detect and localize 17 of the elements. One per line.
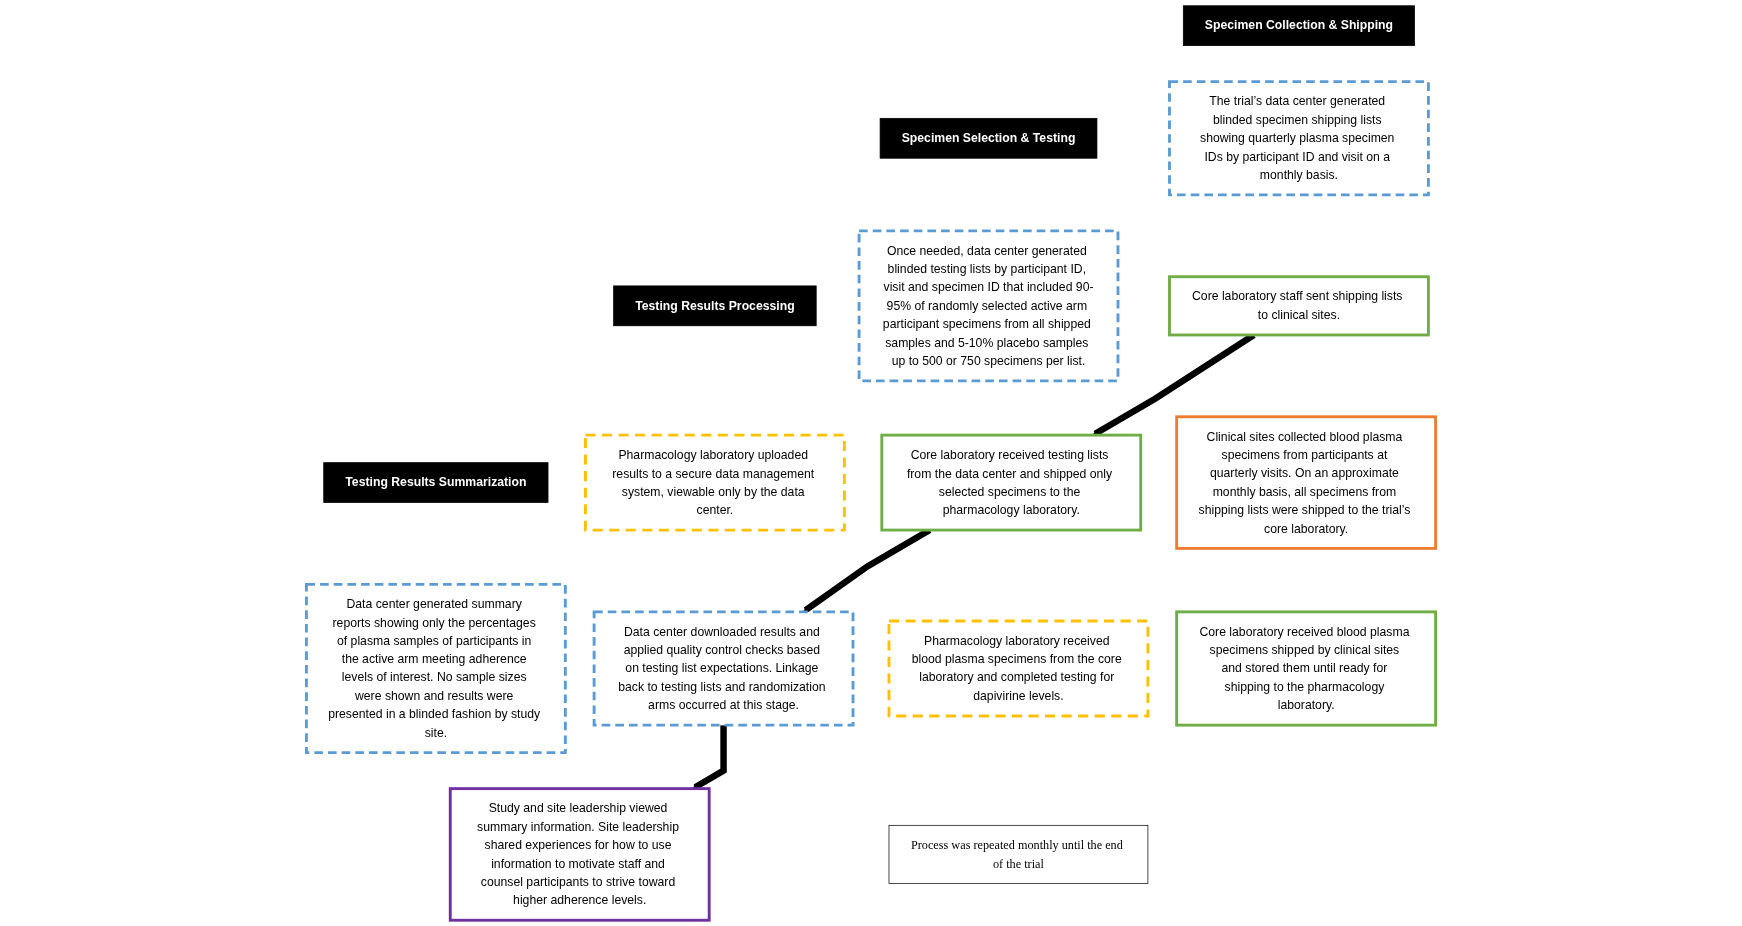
node-box: Process was repeated monthly until the end of the trial: [888, 824, 1149, 884]
arrow: [692, 725, 727, 790]
node-box: Core laboratory staff sent shipping lists to clinical sites.: [1168, 275, 1430, 337]
node-box: Testing Results Processing: [613, 285, 817, 327]
node-box: Data center generated summary reports showing only the percentages of plasma samples of participants in the active arm meeting adherence levels of interest. No sample sizes were shown and results were presented in a blinded fashion by study site.: [304, 582, 567, 755]
node-box: Core laboratory received testing lists from the data center and shipped only selected specimens to the pharmacology laboratory.: [880, 433, 1143, 532]
node-box: Pharmacology laboratory received blood plasma specimens from the core laboratory and completed testing for dapivirine levels.: [887, 619, 1150, 718]
node-box: Clinical sites collected blood plasma specimens from participants at quarterly visits. On an approximate monthly basis, all specimens from shipping lists were shipped to the trial’s core laboratory.: [1175, 415, 1438, 550]
node-box: Data center downloaded results and applied quality control checks based on testing list expectations. Linkage back to testing lists and randomization arms occurred at this stage.: [592, 610, 855, 727]
node-box: Testing Results Summarization: [323, 462, 549, 503]
node-box: Pharmacology laboratory uploaded results to a secure data management system, viewable only by the data center.: [584, 433, 846, 532]
node-box: Core laboratory received blood plasma specimens shipped by clinical sites and stored them until ready for shipping to the pharmacology laboratory.: [1175, 610, 1438, 727]
node-box: Study and site leadership viewed summary information. Site leadership shared experiences for how to use information to motivate staff and counsel participants to strive toward higher adherence levels.: [448, 787, 711, 922]
node-box: Once needed, data center generated blinded testing lists by participant ID, visit and specimen ID that included 90-95% of randomly selected active arm participant specimens from all shipped samples and 5-10% placebo samples up to 500 or 750 specimens per list.: [857, 229, 1120, 383]
node-box: Specimen Collection & Shipping: [1182, 5, 1415, 47]
node-box: The trial’s data center generated blinded specimen shipping lists showing quarterly plasma specimen IDs by participant ID and visit on a monthly basis.: [1168, 80, 1430, 197]
node-box: Specimen Selection & Testing: [879, 117, 1098, 159]
